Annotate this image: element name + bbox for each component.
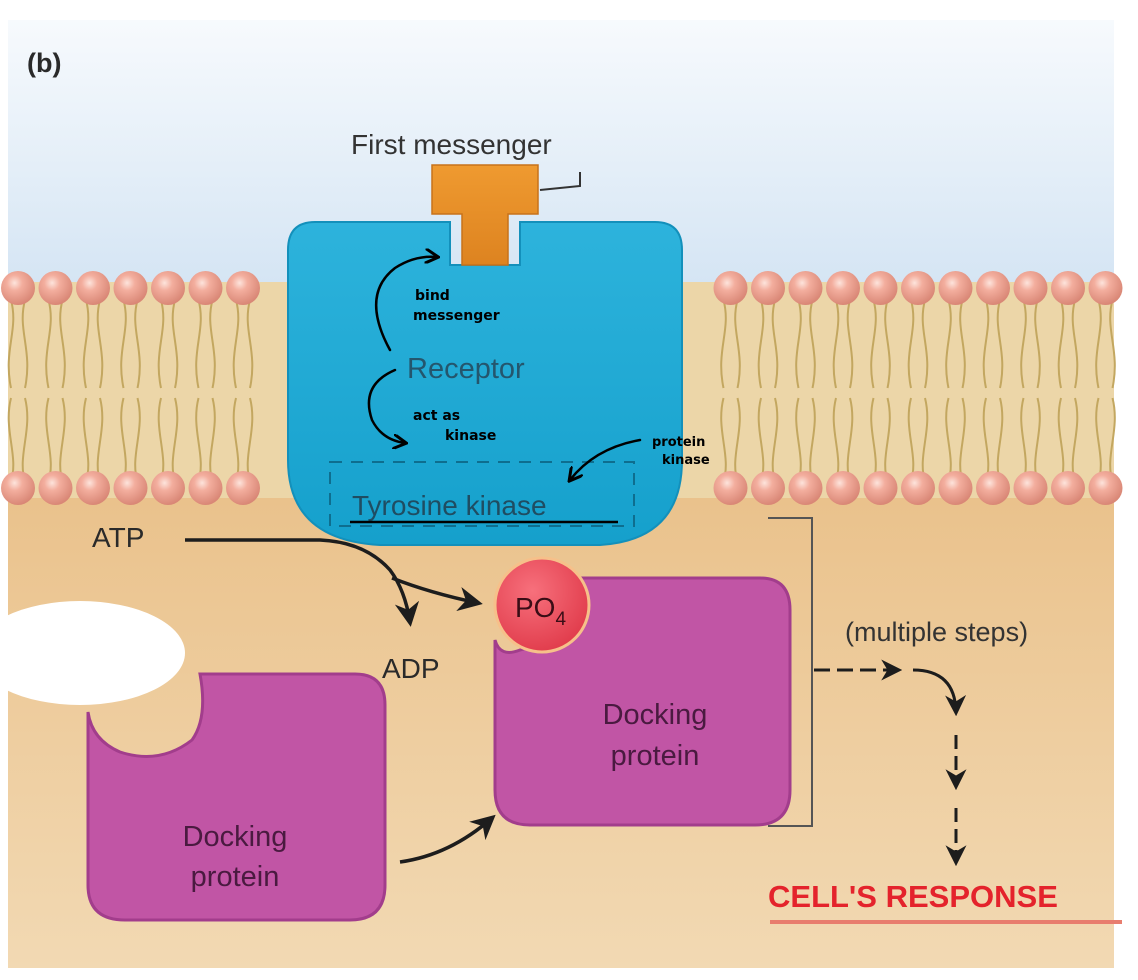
act-as-kinase-arrow <box>367 368 405 443</box>
protein-kinase-arrow <box>570 438 642 480</box>
adp-label: ADP <box>382 653 440 684</box>
phosphate-transfer-arrow <box>391 576 483 611</box>
po4-main: PO <box>515 592 555 623</box>
handwritten-annotations <box>367 257 642 480</box>
annotation-act-line1: act as <box>413 408 460 424</box>
phospholipid-head <box>76 271 110 305</box>
phospholipid-head <box>938 471 973 505</box>
phospholipid-head <box>226 471 260 505</box>
phospholipid-head <box>788 271 823 305</box>
bracket <box>768 517 813 827</box>
docking-protein-phosphorylated: PO4 Docking protein <box>493 556 792 827</box>
multiple-steps-label: (multiple steps) <box>845 617 1028 647</box>
cells-response-underline <box>770 920 1122 924</box>
phospholipid-head <box>713 271 748 305</box>
phospholipid-head <box>751 271 785 305</box>
phospholipid-head <box>151 271 185 305</box>
phospholipid-head <box>151 471 185 505</box>
phospholipid-head <box>826 271 860 305</box>
po4-label: PO4 <box>515 592 566 630</box>
po4-subscript: 4 <box>555 609 566 630</box>
phospholipid-head <box>1 471 35 505</box>
atp-arrow <box>185 538 420 627</box>
phospholipid-head <box>226 271 260 305</box>
docking-protein-left-line1: Docking <box>183 821 288 853</box>
phospholipid-head <box>976 271 1010 305</box>
phospholipid-head <box>188 471 223 505</box>
phospholipid-head <box>938 271 973 305</box>
annotation-act-line2: kinase <box>445 428 496 444</box>
phospholipid-head <box>188 271 223 305</box>
phospholipid-head <box>901 271 935 305</box>
annotation-bind-line2: messenger <box>413 308 500 324</box>
phospholipid-head <box>788 471 823 505</box>
phospholipid-head <box>1088 471 1123 505</box>
receptor-label: Receptor <box>407 353 525 385</box>
tyrosine-kinase-label: Tyrosine kinase <box>352 490 547 521</box>
phospholipid-head <box>1 271 35 305</box>
bind-messenger-arrow <box>375 257 437 352</box>
phospholipid-head <box>976 471 1010 505</box>
phospholipid-head <box>713 471 748 505</box>
annotation-bind-line1: bind <box>415 288 450 304</box>
panel-label: (b) <box>27 48 61 78</box>
phospholipid-heads-outer <box>1 271 1123 305</box>
annotation-protein-line2: kinase <box>662 453 710 468</box>
phospholipid-head <box>1051 271 1085 305</box>
phospholipid-head <box>113 271 148 305</box>
phospholipid-head <box>826 471 860 505</box>
redaction-blob <box>0 601 185 705</box>
kinase-domain-outline <box>329 461 635 527</box>
phospholipid-head <box>863 271 898 305</box>
docking-protein-right-line1: Docking <box>603 699 708 731</box>
docking-arrow <box>399 814 496 864</box>
pathway-arrow-curve <box>912 668 967 717</box>
docking-protein-unphosphorylated: Docking protein <box>86 672 387 922</box>
cells-response-label: CELL'S RESPONSE <box>768 879 1058 914</box>
phospholipid-head <box>38 271 73 305</box>
phospholipid-head <box>1088 271 1123 305</box>
phospholipid-head <box>751 471 785 505</box>
first-messenger-molecule <box>431 164 539 266</box>
annotation-protein-line1: protein <box>652 435 705 450</box>
docking-protein-left-line2: protein <box>191 861 280 893</box>
phospholipid-head <box>38 471 73 505</box>
atp-label: ATP <box>92 522 144 553</box>
phospholipid-head <box>1051 471 1085 505</box>
phospholipid-head <box>113 471 148 505</box>
docking-protein-right-line2: protein <box>611 740 700 772</box>
first-messenger-label: First messenger <box>351 129 552 160</box>
phospholipid-head <box>1013 471 1048 505</box>
phospholipid-head <box>1013 271 1048 305</box>
first-messenger-leader-line <box>539 172 581 191</box>
phosphate-group <box>493 556 591 654</box>
phospholipid-head <box>901 471 935 505</box>
phospholipid-heads-inner <box>1 471 1123 505</box>
phospholipid-head <box>76 471 110 505</box>
phospholipid-head <box>863 471 898 505</box>
